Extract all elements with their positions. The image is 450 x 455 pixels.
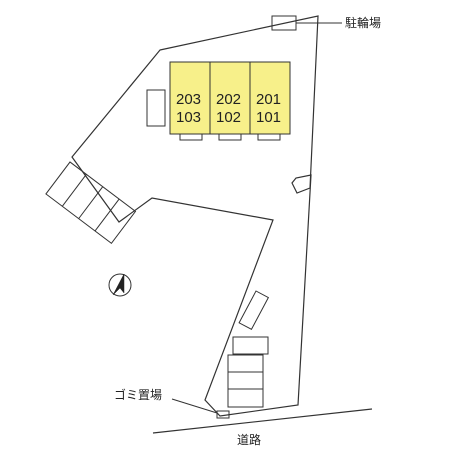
unit-number-lower: 103 [176, 109, 201, 126]
parking-space-slanted [238, 290, 270, 331]
road-label: 道路 [237, 432, 261, 447]
north-arrow-icon [108, 273, 132, 297]
unit-201-101: 201 101 [249, 61, 291, 141]
building: 203 103 202 102 201 101 [169, 61, 291, 141]
parking-space [232, 336, 269, 355]
garbage-area-label: ゴミ置場 [114, 387, 162, 402]
road-line [152, 408, 373, 434]
parking-divider [78, 186, 104, 219]
unit-number-upper: 202 [216, 91, 241, 108]
parking-divider [61, 174, 87, 207]
parking-divider [94, 198, 120, 232]
unit-202-102: 202 102 [209, 61, 251, 141]
parking-spaces-left [45, 161, 137, 244]
unit-203-103: 203 103 [169, 61, 211, 141]
unit-number-upper: 201 [256, 91, 281, 108]
parking-space [227, 354, 264, 408]
unit-number-lower: 102 [216, 109, 241, 126]
small-structure [146, 89, 166, 127]
garbage-area-box [216, 410, 230, 419]
unit-number-upper: 203 [176, 91, 201, 108]
bicycle-parking-label: 駐輪場 [345, 15, 381, 30]
garbage-area-leader [171, 398, 218, 414]
parking-spaces-lower [227, 336, 269, 408]
site-boundary [71, 15, 319, 417]
unit-number-lower: 101 [256, 109, 281, 126]
